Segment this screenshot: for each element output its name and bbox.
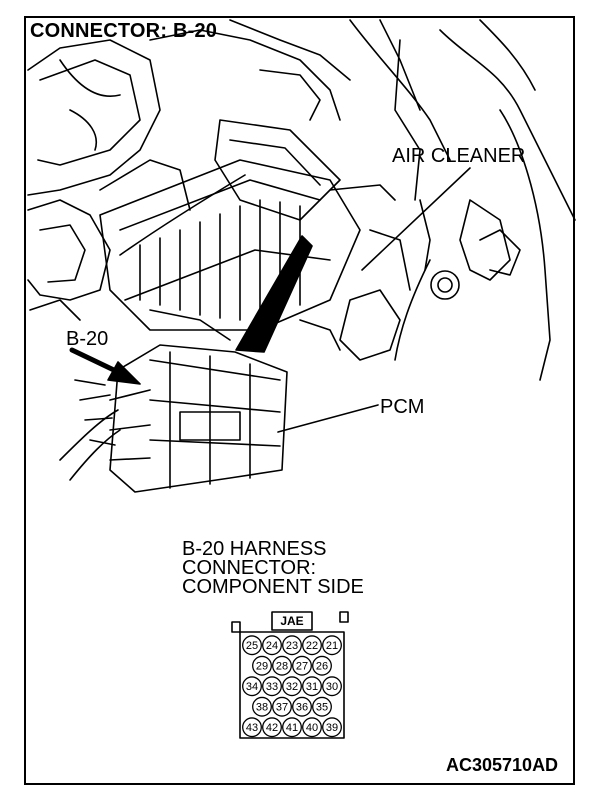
pin-number: 39 [326,722,338,734]
pin-number: 30 [326,681,338,693]
pin-number: 29 [256,660,268,672]
air-cleaner-label: AIR CLEANER [392,145,526,167]
pin-cell [272,696,292,717]
figure-title: CONNECTOR: B-20 [30,20,218,42]
pin-number: 23 [286,640,298,652]
location-wedge [235,235,313,353]
pin-cell [282,717,302,738]
pcm-label: PCM [380,396,425,418]
air-cleaner-drawing [99,119,396,331]
pin-cell [322,717,342,738]
b20-arrow-head [107,361,141,385]
pin-cell [302,717,322,738]
air-cleaner-leader [361,167,471,271]
harness-caption-line-1: B-20 HARNESS [182,538,327,560]
b20-arrow-shaft [69,347,121,375]
pin-number: 37 [276,701,288,713]
pin-cell [242,635,262,656]
pin-cell [322,635,342,656]
connector-key-label: JAE [280,614,303,628]
figure-code: AC305710AD [446,755,559,775]
connector-pins: 25 24 23 22 21 29 28 27 26 34 33 32 31 30 38 37 36 35 43 42… [242,635,342,738]
pin-cell [302,676,322,697]
pin-number: 21 [326,640,338,652]
pin-cell [252,655,272,676]
pin-number: 38 [256,701,268,713]
harness-caption-line-2: CONNECTOR: [182,557,317,579]
pin-number: 33 [266,681,278,693]
pin-number: 42 [266,722,278,734]
pin-cell [282,676,302,697]
pin-number: 36 [296,701,308,713]
pin-number: 26 [316,660,328,672]
pin-cell [312,655,332,676]
engine-bay-background [27,19,576,381]
harness-caption: B-20 HARNESS CONNECTOR: COMPONENT SIDE [182,538,364,598]
pin-cell [322,676,342,697]
pin-cell [242,676,262,697]
connector-left-lug [231,621,241,633]
connector-key-box [271,611,313,631]
pin-number: 32 [286,681,298,693]
pin-number: 27 [296,660,308,672]
pcm-unit [59,344,288,493]
pin-number: 24 [266,640,278,652]
pin-number: 40 [306,722,318,734]
pin-number: 31 [306,681,318,693]
pin-cell [242,717,262,738]
connector-face: JAE 25 24 23 22 21 29 28 27 26 34 33 32 31 30 38 37 36 35… [231,611,349,739]
pin-cell [262,717,282,738]
pin-number: 34 [246,681,258,693]
connector-callout-label: B-20 [66,328,109,350]
pin-cell [292,655,312,676]
pin-cell [302,635,322,656]
pcm-leader [277,404,379,433]
pin-cell [282,635,302,656]
pin-number: 41 [286,722,298,734]
harness-caption-line-3: COMPONENT SIDE [182,576,364,598]
pin-cell [252,696,272,717]
connector-right-lug [339,611,349,623]
pin-cell [272,655,292,676]
pin-cell [262,676,282,697]
pin-cell [292,696,312,717]
pin-number: 43 [246,722,258,734]
pin-cell [312,696,332,717]
pin-cell [262,635,282,656]
pin-number: 28 [276,660,288,672]
pin-number: 25 [246,640,258,652]
pin-number: 35 [316,701,328,713]
pin-number: 22 [306,640,318,652]
